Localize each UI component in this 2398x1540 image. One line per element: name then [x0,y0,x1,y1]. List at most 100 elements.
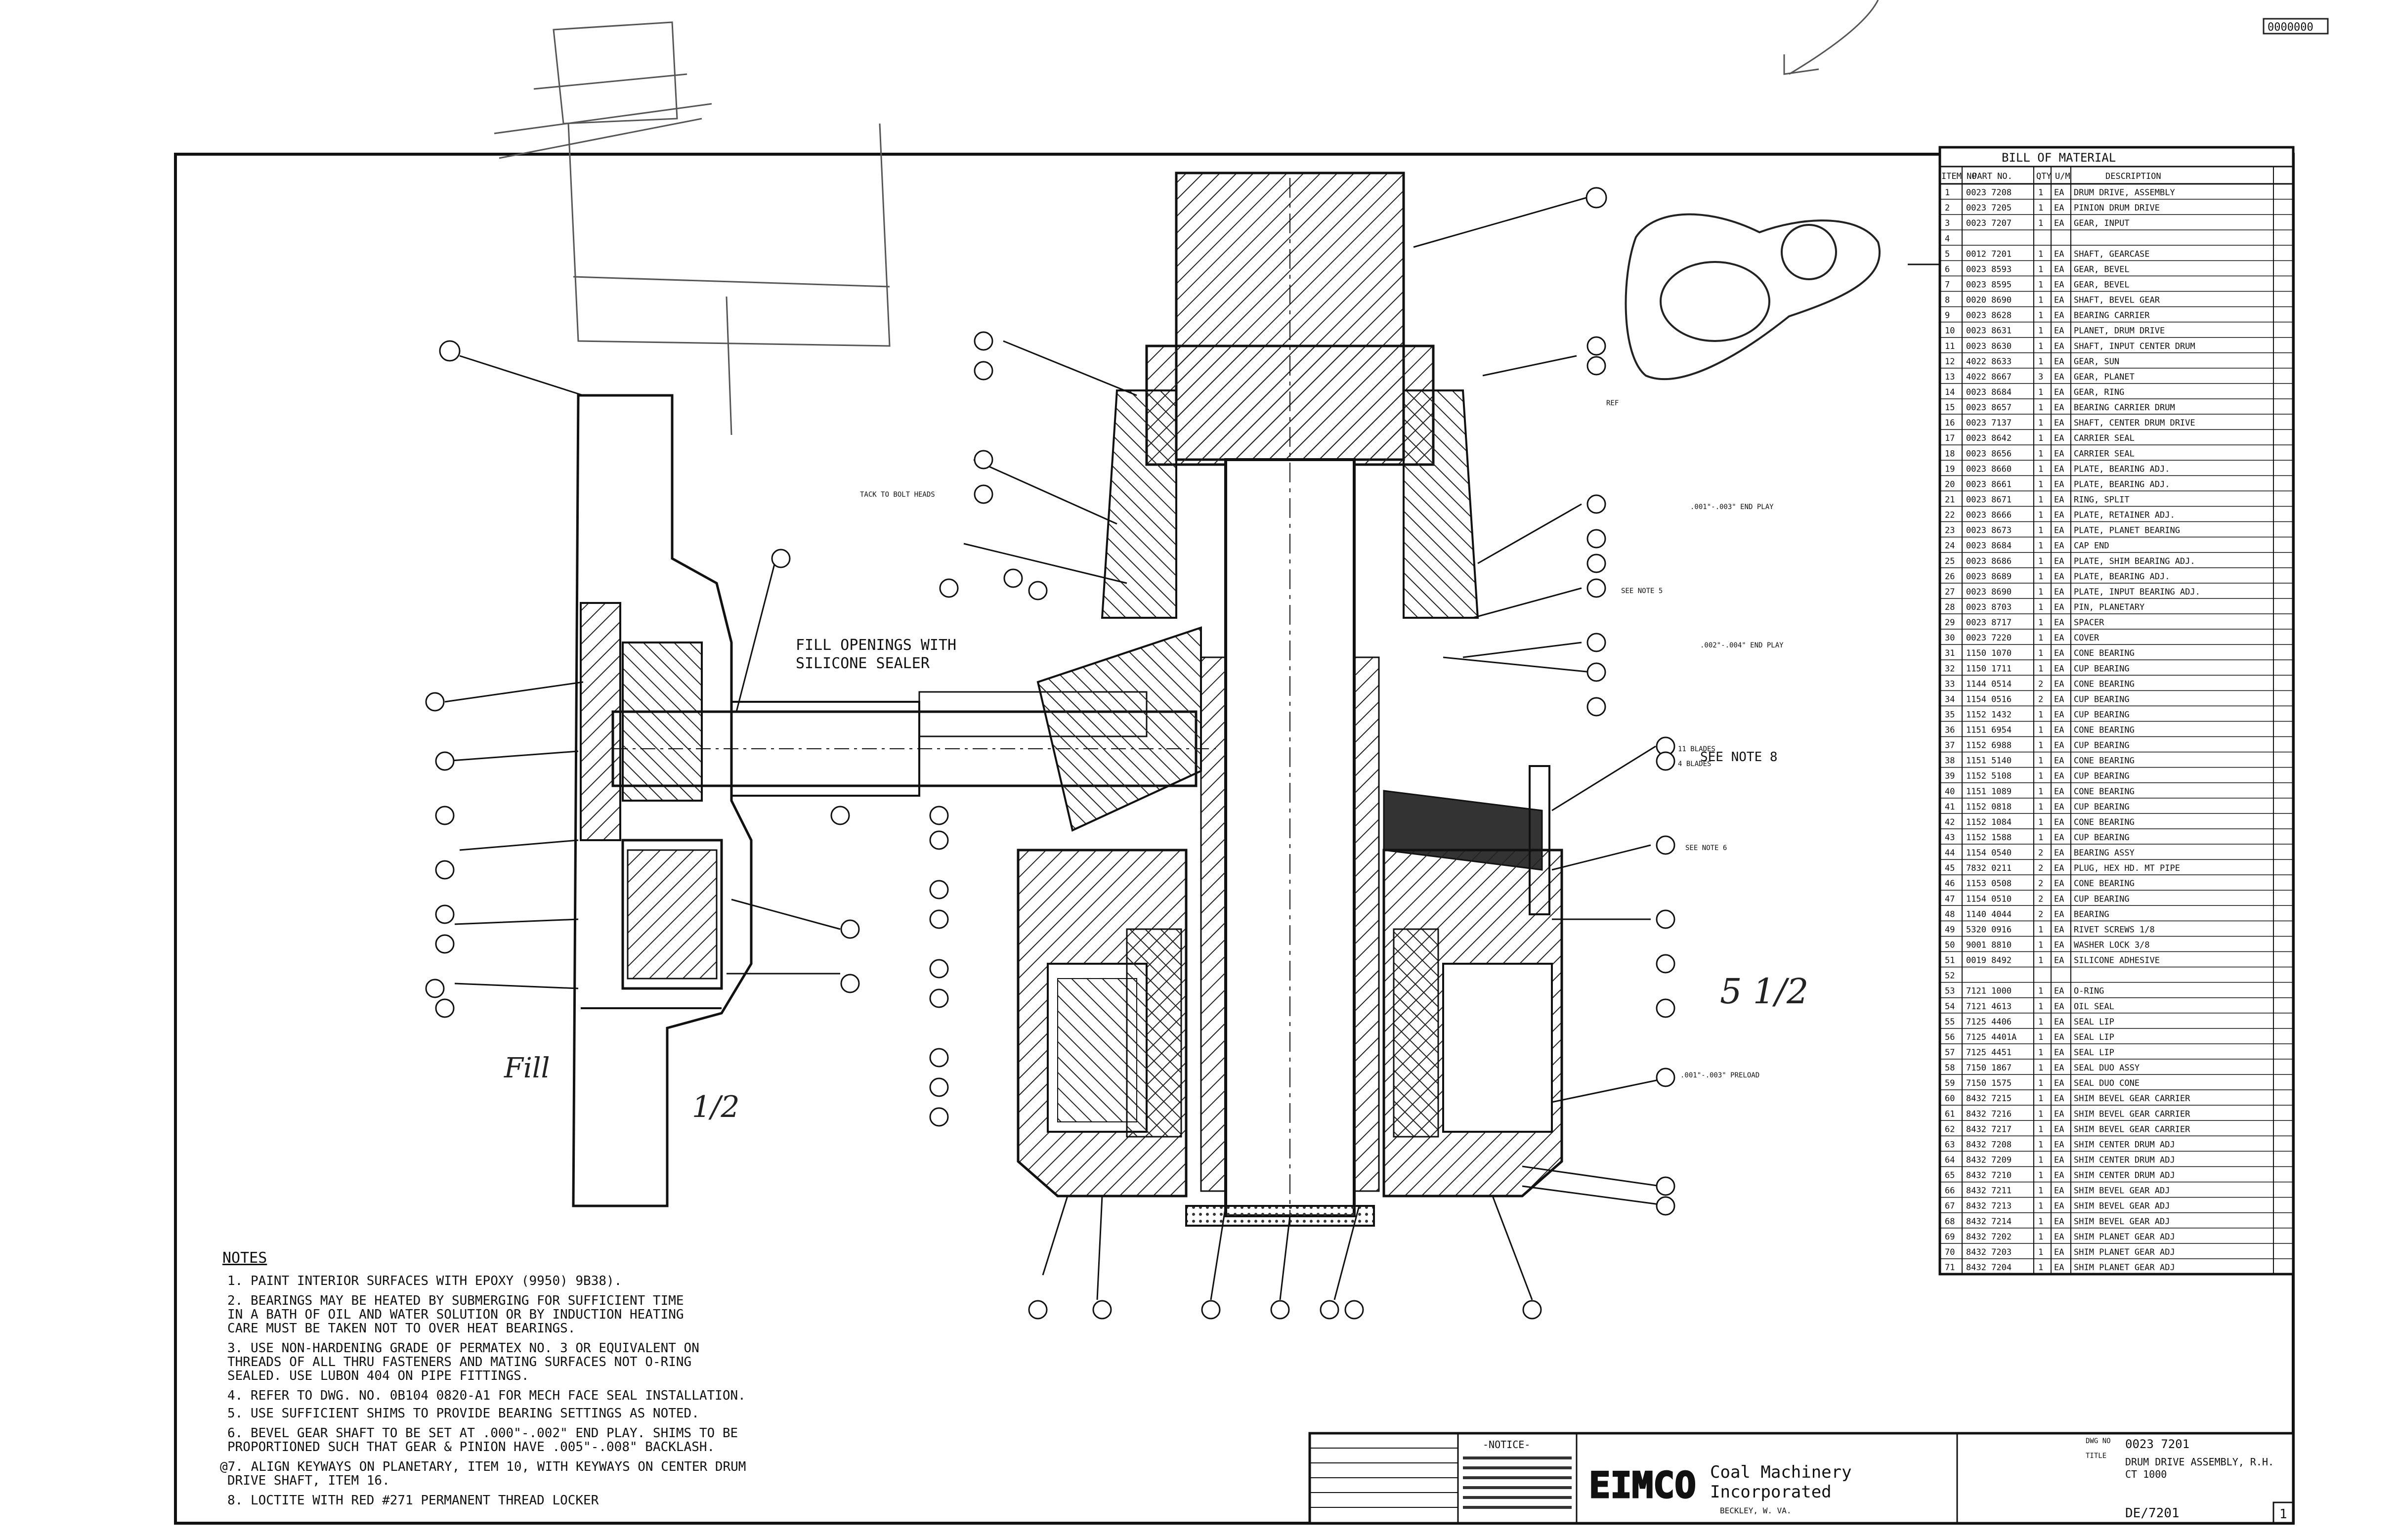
bom-cell-qty: 1 [2038,249,2043,259]
bom-cell-qty: 1 [2038,203,2043,213]
bom-cell-qty: 1 [2038,1032,2043,1042]
bom-cell-qty: 1 [2038,572,2043,582]
bom-cell-um: EA [2054,1017,2064,1027]
bom-cell-description: CUP BEARING [2074,710,2130,720]
bom-cell-item: 61 [1945,1109,1955,1119]
bom-cell-um: EA [2054,787,2064,797]
bom-cell-item: 36 [1945,726,1955,735]
bom-cell-um: EA [2054,817,2064,827]
bom-cell-part-no: 5320 0916 [1966,925,2012,935]
bom-cell-description: BEARING ASSY [2074,848,2135,858]
bom-cell-qty: 1 [2038,280,2043,290]
bom-cell-um: EA [2054,741,2064,751]
bom-cell-item: 33 [1945,679,1955,689]
bom-cell-qty: 1 [2038,449,2043,459]
bom-row: 52 [1940,971,2293,983]
bom-cell-description: SHAFT, GEARCASE [2074,249,2150,259]
see-note-6-callout: SEE NOTE 6 [1685,844,1727,852]
note-line: 4. REFER TO DWG. NO. 0B104 0820-A1 FOR M… [227,1388,746,1403]
output-shaft [1101,171,1479,1227]
bom-cell-item: 22 [1945,511,1955,520]
bom-cell-part-no: 8432 7203 [1966,1247,2012,1257]
bom-cell-description: PLATE, BEARING ADJ. [2074,464,2170,474]
bom-cell-qty: 1 [2038,1078,2043,1088]
bom-cell-um: EA [2054,1078,2064,1088]
bom-cell-part-no: 7125 4401A [1966,1032,2016,1042]
bom-header-um: U/M [2055,171,2070,181]
bom-cell-qty: 1 [2038,602,2043,612]
bom-cell-item: 37 [1945,741,1955,751]
bom-cell-item: 64 [1945,1155,1955,1165]
bom-cell-part-no: 0023 7205 [1966,203,2012,213]
bom-cell-item: 56 [1945,1032,1955,1042]
bom-cell-description: CONE BEARING [2074,787,2135,797]
bom-cell-part-no: 0023 7208 [1966,188,2012,198]
drawing-title-line2: CT 1000 [2125,1468,2167,1480]
bom-cell-description: SEAL LIP [2074,1032,2114,1042]
bom-cell-qty: 1 [2038,433,2043,443]
bom-cell-item: 20 [1945,479,1955,489]
bom-cell-part-no: 8432 7217 [1966,1124,2012,1134]
bom-cell-um: EA [2054,1263,2064,1273]
bom-cell-item: 58 [1945,1063,1955,1073]
bom-cell-item: 46 [1945,879,1955,889]
bom-cell-qty: 1 [2038,526,2043,536]
bom-cell-qty: 1 [2038,771,2043,781]
bom-cell-item: 62 [1945,1124,1955,1134]
bom-cell-um: EA [2054,710,2064,720]
bom-cell-description: GEAR, SUN [2074,357,2119,367]
bom-cell-description: SHIM BEVEL GEAR ADJ [2074,1201,2170,1211]
bom-cell-item: 63 [1945,1140,1955,1150]
bom-cell-qty: 1 [2038,664,2043,674]
bom-cell-part-no: 0023 8660 [1966,464,2012,474]
bom-cell-um: EA [2054,1247,2064,1257]
bom-cell-um: EA [2054,833,2064,843]
bom-cell-um: EA [2054,771,2064,781]
bom-cell-qty: 1 [2038,311,2043,321]
notice-heading: -NOTICE- [1483,1439,1530,1451]
bom-title: BILL OF MATERIAL [2002,151,2116,165]
bom-cell-um: EA [2054,249,2064,259]
bom-cell-qty: 1 [2038,188,2043,198]
bom-cell-part-no: 1151 5140 [1966,756,2012,766]
bom-cell-qty: 1 [2038,556,2043,566]
bom-cell-um: EA [2054,863,2064,873]
bom-cell-part-no: 1150 1711 [1966,664,2012,674]
bom-cell-um: EA [2054,572,2064,582]
bom-cell-description: WASHER LOCK 3/8 [2074,941,2150,950]
bom-cell-description: CONE BEARING [2074,879,2135,889]
bom-cell-part-no: 8432 7211 [1966,1186,2012,1196]
bom-cell-um: EA [2054,1155,2064,1165]
bom-cell-item: 42 [1945,817,1955,827]
bom-cell-item: 21 [1945,495,1955,505]
bom-cell-part-no: 8432 7209 [1966,1155,2012,1165]
bom-cell-qty: 1 [2038,418,2043,428]
bom-cell-qty: 1 [2038,1247,2043,1257]
bom-cell-description: SPACER [2074,618,2104,628]
bom-cell-qty: 1 [2038,1063,2043,1073]
bom-cell-um: EA [2054,357,2064,367]
bom-cell-part-no: 9001 8810 [1966,941,2012,950]
bom-cell-description: PLATE, BEARING ADJ. [2074,572,2170,582]
bom-cell-item: 51 [1945,956,1955,966]
bom-cell-qty: 2 [2038,894,2043,904]
bom-cell-qty: 1 [2038,342,2043,351]
